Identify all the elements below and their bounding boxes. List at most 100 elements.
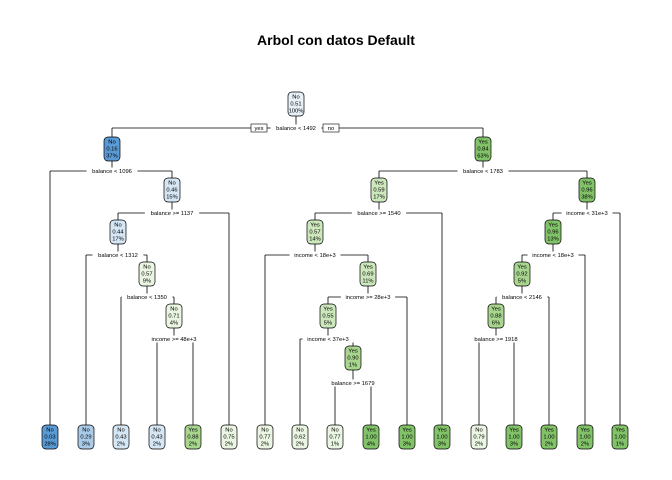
root-branch-left-tag: yes — [250, 123, 268, 133]
split-label-n4: balance >= 1137 — [151, 211, 194, 217]
node-box — [576, 424, 594, 450]
tree-edge-n8 — [264, 244, 369, 425]
split-label-bg — [144, 209, 200, 217]
split-label-bg — [92, 251, 144, 259]
node-prob: 0.43 — [151, 435, 162, 441]
node-prob: 0.43 — [115, 435, 126, 441]
node-cls: Yes — [348, 349, 358, 355]
node-box — [544, 219, 562, 245]
node-pct: 17% — [373, 195, 385, 201]
node-pct: 9% — [143, 279, 151, 285]
node-pct: 2% — [475, 442, 483, 448]
node-cls: No — [153, 428, 160, 434]
node-cls: Yes — [478, 140, 488, 146]
split-label-bg — [527, 251, 579, 259]
leaf-node-l13: No0.792% — [470, 424, 488, 450]
node-prob: 0.03 — [44, 435, 55, 441]
node-cls: Yes — [615, 428, 625, 434]
node-cls: No — [82, 428, 89, 434]
root-branch-tag-box — [322, 123, 340, 133]
split-label-bg — [325, 379, 381, 387]
node-cls: Yes — [366, 428, 376, 434]
node-pct: 100% — [289, 109, 304, 115]
split-label-bg — [468, 335, 524, 343]
node-box — [138, 261, 156, 287]
node-prob: 0.46 — [166, 188, 177, 194]
node-cls: Yes — [402, 428, 412, 434]
split-label-bg — [496, 293, 548, 301]
node-prob: 0.92 — [516, 272, 527, 278]
node-box — [220, 424, 238, 450]
node-prob: 0.84 — [477, 147, 489, 153]
node-prob: 0.62 — [294, 435, 305, 441]
split-label-bg — [340, 293, 396, 301]
node-prob: 1.00 — [508, 435, 519, 441]
node-cls: No — [296, 428, 303, 434]
node-box — [112, 424, 130, 450]
node-pct: 2% — [261, 442, 269, 448]
split-label-n16: balance >= 1679 — [331, 381, 374, 387]
node-box — [370, 177, 388, 203]
node-box — [291, 424, 309, 450]
tree-edge-n11 — [327, 286, 408, 425]
leaf-node-l3: No0.432% — [112, 424, 130, 450]
node-prob: 1.00 — [614, 435, 625, 441]
node-cls: No — [292, 95, 299, 101]
node-pct: 2% — [153, 442, 161, 448]
node-prob: 0.16 — [106, 147, 117, 153]
split-label-bg — [561, 209, 613, 217]
node-pct: 2% — [189, 442, 197, 448]
node-prob: 0.44 — [112, 230, 124, 236]
root-branch-tag-label: yes — [254, 126, 263, 132]
node-box — [362, 424, 380, 450]
node-prob: 0.59 — [373, 188, 384, 194]
split-label-bg — [289, 251, 341, 259]
split-label-n9: income < 18e+3 — [532, 253, 574, 259]
split-label-bg — [86, 167, 138, 175]
node-cls: No — [261, 428, 268, 434]
root-branch-right-tag: no — [322, 123, 340, 133]
node-box — [433, 424, 451, 450]
root-branch-tag-box — [250, 123, 268, 133]
node-box — [578, 177, 596, 203]
tree-edges — [49, 116, 621, 425]
node-cls: No — [170, 307, 177, 313]
node-pct: 2% — [545, 442, 553, 448]
plot-title: Arbol con datos Default — [257, 32, 415, 48]
node-box — [470, 424, 488, 450]
tree-edge-n2 — [49, 161, 173, 425]
node-cls: Yes — [310, 223, 320, 229]
node-box — [77, 424, 95, 450]
node-box — [306, 219, 324, 245]
node-cls: No — [168, 181, 175, 187]
node-box — [487, 303, 505, 329]
node-pct: 1% — [349, 363, 357, 369]
node-cls: No — [143, 265, 150, 271]
node-prob: 0.55 — [322, 314, 333, 320]
split-label-n8: income < 18e+3 — [294, 253, 336, 259]
node-cls: Yes — [374, 181, 384, 187]
split-label-n5: balance >= 1540 — [357, 211, 400, 217]
node-box — [398, 424, 416, 450]
root-branch-tag-label: no — [328, 126, 334, 132]
node-cls: Yes — [509, 428, 519, 434]
node-prob: 0.57 — [141, 272, 152, 278]
node-pct: 28% — [44, 442, 56, 448]
node-pct: 2% — [225, 442, 233, 448]
leaf-node-l2: No0.293% — [77, 424, 95, 450]
